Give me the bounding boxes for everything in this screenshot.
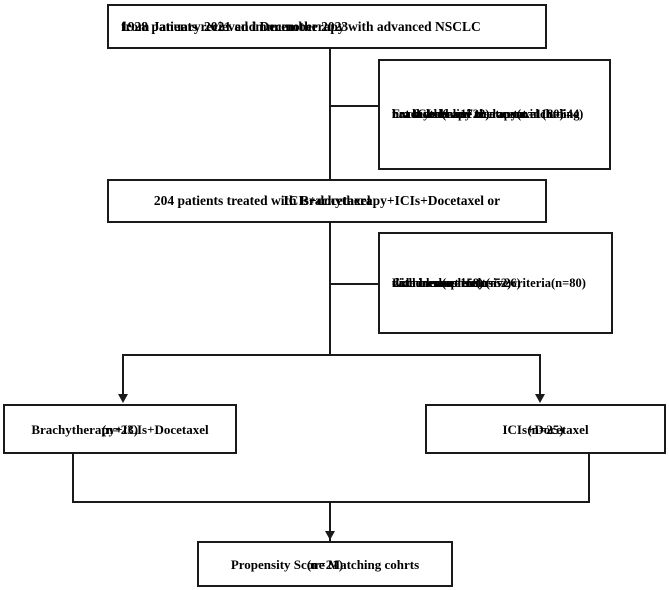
arm-left-line-2: (n=23): [101, 421, 139, 437]
connector-merge-left: [72, 454, 74, 503]
excluded-2-line-4: date incomplete(n=52): [392, 276, 512, 290]
connector-enrolled-to-treated: [329, 49, 331, 179]
excluded-1-line-1: Excluded(n=1722): [392, 107, 490, 121]
excluded-2-line-2: did not meet inclusive criteria(n=80): [392, 276, 586, 290]
final-line-1: Propensity Score Matching cohrts: [230, 556, 420, 572]
treated-line-2: ICIs+docetaxel: [283, 193, 371, 208]
excluded-box-1: Excluded(n=1722) not second-line therapy…: [378, 59, 611, 170]
arrow-into-arm-right-icon: [535, 394, 545, 403]
final-line-2: (n=21): [306, 556, 344, 572]
enrolled-box: 1928 patients recieved immunotherapy wit…: [107, 4, 547, 49]
arm-left-line-1: Brachytherapy+ICIs+Docetaxel: [31, 421, 209, 437]
connector-branch-excluded-2: [329, 283, 380, 285]
excluded-2-line-1: Excluded(n=158): [392, 276, 484, 290]
connector-split-bar: [122, 354, 541, 356]
connector-merge-right: [588, 454, 590, 503]
arrow-into-arm-left-icon: [118, 394, 128, 403]
arm-right-line-1: ICIs+Docetaxel: [502, 421, 589, 437]
connector-treated-to-split: [329, 223, 331, 355]
connector-merge-stem: [329, 501, 331, 541]
final-cohort-box: Propensity Score Matching cohrts (n=21): [197, 541, 453, 587]
arrow-into-final-icon: [325, 531, 335, 540]
excluded-1-line-4: brachytherapy or docetaxel (n=544): [392, 107, 584, 121]
connector-branch-excluded-1: [329, 105, 380, 107]
connector-merge-bar: [72, 501, 590, 503]
enrolled-line-2: from January 2021 and December 2023: [121, 19, 349, 34]
arm-left-box: Brachytherapy+ICIs+Docetaxel (n=23): [3, 404, 237, 454]
connector-split-right: [539, 354, 541, 396]
excluded-1-line-2: not second-line therapy(n=1180): [392, 107, 564, 121]
enrolled-line-1: 1928 patients recieved immunotherapy wit…: [121, 19, 481, 34]
arm-right-box: ICIs+Docetaxel (n=25): [425, 404, 666, 454]
treated-box: 204 patients treated with Brachytherapy+…: [107, 179, 547, 223]
excluded-box-2: Excluded(n=158) did not meet inclusive c…: [378, 232, 613, 334]
arm-right-line-2: (n=25): [527, 421, 564, 437]
treated-line-1: 204 patients treated with Brachytherapy+…: [153, 193, 501, 208]
excluded-1-line-3: not ICIs-based treatment including: [392, 107, 580, 121]
connector-split-left: [122, 354, 124, 396]
excluded-2-line-3: withdrew consent(n=26): [392, 276, 521, 290]
